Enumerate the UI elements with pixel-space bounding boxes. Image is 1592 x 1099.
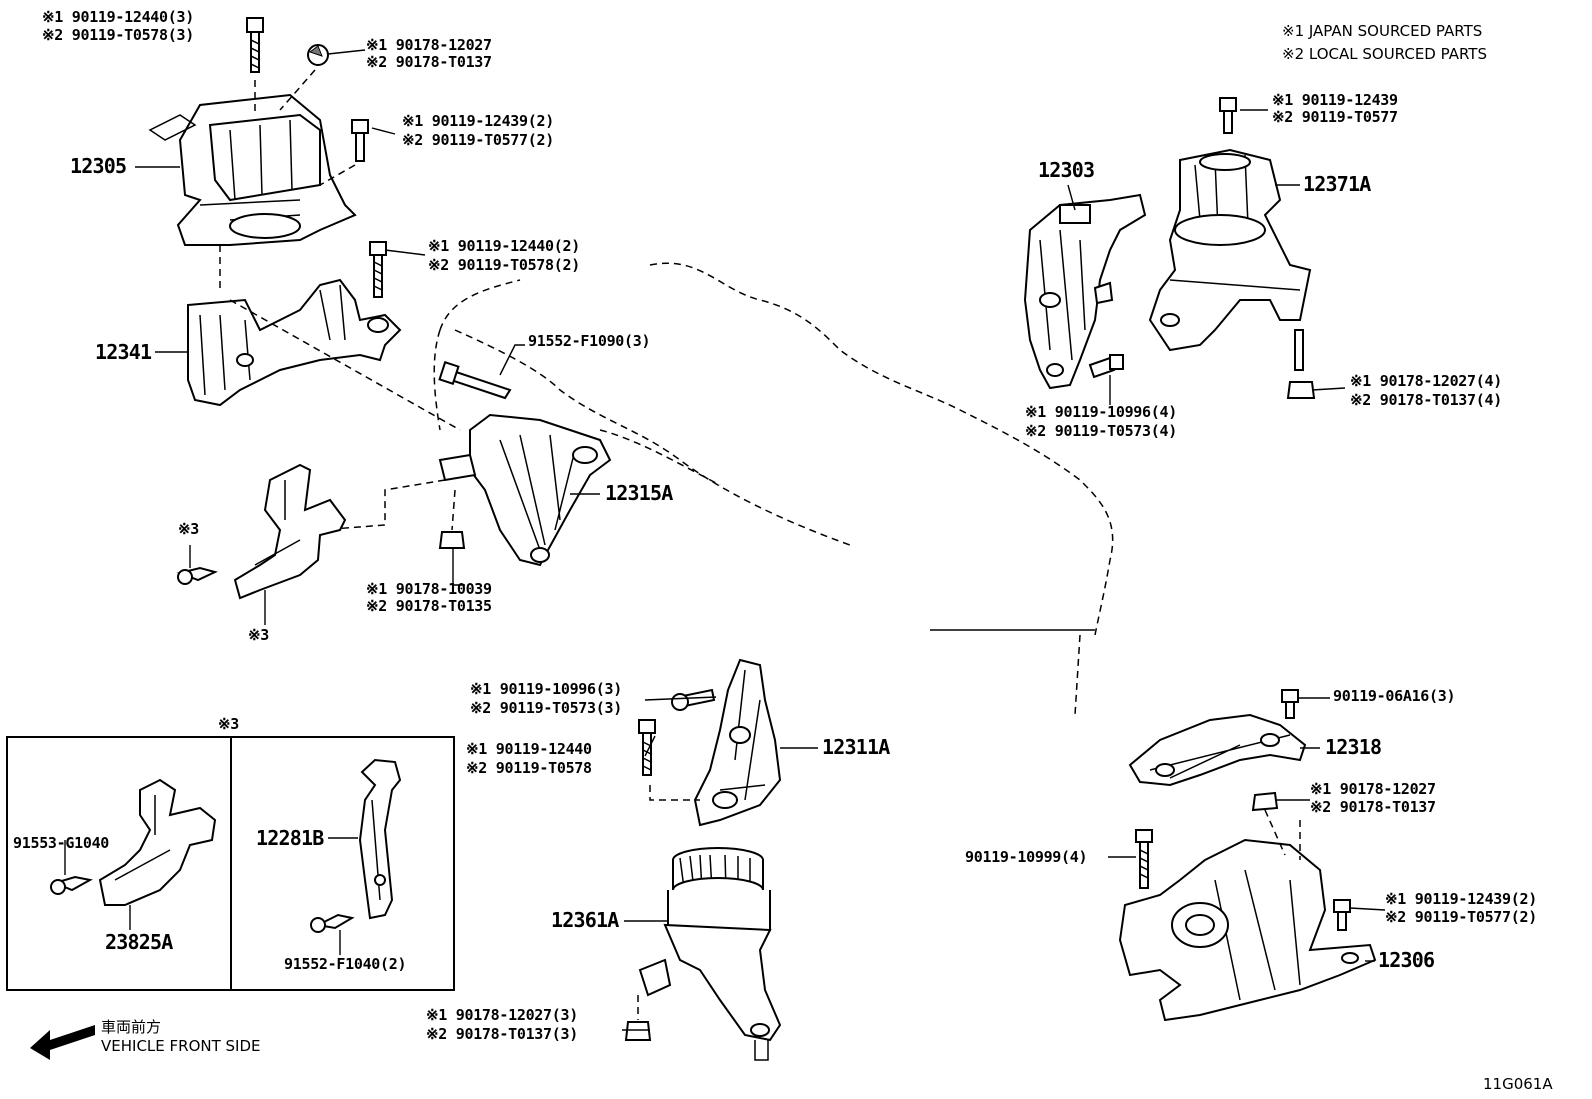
part-12305-mount (148, 69, 357, 290)
fastener-label: ※2 90119-T0578(2) (428, 256, 580, 274)
fastener-label: ※2 90119-T0578 (466, 759, 592, 777)
label-12318: 12318 (1325, 735, 1382, 759)
fastener-label: ※1 90178-12027(4) (1350, 372, 1502, 390)
fastener-label: ※1 90178-12027 (366, 36, 492, 54)
fastener-nut-12371A (1286, 381, 1316, 399)
legend-note-1: ※1 JAPAN SOURCED PARTS (1282, 22, 1483, 40)
fastener-label: ※2 90119-T0577(2) (1385, 908, 1537, 926)
part-12315A-bracket (319, 413, 612, 567)
fastener-bolt-12303 (1088, 354, 1124, 379)
fastener-bolt-upper-right (351, 119, 369, 162)
label-x3-bracket: ※3 (248, 626, 269, 644)
fastener-nut-12361A (624, 995, 652, 1041)
fastener-label: ※2 90119-T0573(4) (1025, 422, 1177, 440)
vehicle-front-label-en: VEHICLE FRONT SIDE (101, 1037, 261, 1055)
label-x3-screw: ※3 (178, 520, 199, 538)
fastener-label: ※2 90178-T0137(3) (426, 1025, 578, 1043)
fastener-label: ※1 90119-12439(2) (402, 112, 554, 130)
fastener-bolt-12318 (1281, 689, 1299, 719)
fastener-label: ※1 90178-12027(3) (426, 1006, 578, 1024)
fastener-bolt-12311A-lower (638, 719, 656, 776)
fastener-label: ※2 90178-T0137 (366, 53, 492, 71)
figure-code: 11G061A (1483, 1075, 1553, 1093)
fastener-label: ※1 90119-12440(2) (428, 237, 580, 255)
fastener-label: 90119-10999(4) (965, 848, 1088, 866)
part-12311A-bracket (649, 658, 782, 827)
fastener-label: 91552-F1090(3) (528, 332, 651, 350)
fastener-label: ※1 90119-10996(4) (1025, 403, 1177, 421)
label-12311A: 12311A (822, 735, 890, 759)
fastener-label: ※2 90178-T0137(4) (1350, 391, 1502, 409)
fastener-bolt-12306-left (1135, 829, 1153, 889)
fastener-nut-upper (307, 44, 329, 66)
fastener-bolt-top-left (246, 17, 264, 73)
engine-outline (433, 262, 1114, 716)
part-12306-mount (1118, 809, 1377, 1022)
fastener-bolt-12371A (1219, 97, 1237, 134)
part-12303-bracket (1023, 193, 1147, 390)
fastener-bolt-12311A (671, 688, 716, 711)
part-x3-cover (176, 463, 347, 600)
legend-note-2: ※2 LOCAL SOURCED PARTS (1282, 45, 1487, 63)
fastener-label: ※1 90119-10996(3) (470, 680, 622, 698)
label-12371A: 12371A (1303, 172, 1371, 196)
fastener-label: 91553-G1040 (13, 834, 110, 852)
vehicle-front-arrow-icon (30, 1025, 95, 1060)
fastener-label: ※1 90119-12440 (466, 740, 592, 758)
leader-lines (135, 49, 1386, 1031)
fastener-label: ※1 90178-12027 (1310, 780, 1436, 798)
fastener-bolt-12341 (369, 241, 387, 298)
detail-box-x3 (6, 736, 455, 991)
label-12341: 12341 (95, 340, 152, 364)
fastener-label: ※2 90119-T0573(3) (470, 699, 622, 717)
bolt-91552-F1090 (438, 361, 512, 400)
fastener-nut-12306 (1251, 791, 1279, 812)
fastener-label: ※1 90119-12440(3) (42, 8, 194, 26)
part-12361A-mount (638, 847, 782, 1061)
label-23825A: 23825A (105, 930, 173, 954)
fastener-label: ※2 90119-T0577(2) (402, 131, 554, 149)
label-12315A: 12315A (605, 481, 673, 505)
label-12281B: 12281B (256, 826, 324, 850)
fastener-label: ※2 90178-T0137 (1310, 798, 1436, 816)
fastener-label: ※1 90119-12439(2) (1385, 890, 1537, 908)
fastener-bolt-12306-right (1333, 899, 1351, 931)
part-12318-bracket (1128, 713, 1307, 787)
part-12371A-mount (1148, 148, 1312, 371)
fastener-label: 90119-06A16(3) (1333, 687, 1456, 705)
vehicle-front-label-jp: 車両前方 (101, 1018, 162, 1036)
fastener-label: ※1 90119-12439 (1272, 91, 1398, 109)
label-12306: 12306 (1378, 948, 1435, 972)
fastener-label: ※2 90119-T0578(3) (42, 26, 194, 44)
detail-box-title: ※3 (218, 715, 239, 733)
fastener-label: ※1 90178-10039 (366, 580, 492, 598)
label-12303: 12303 (1038, 158, 1095, 182)
part-12341-bracket (187, 270, 461, 431)
label-12361A: 12361A (551, 908, 619, 932)
fastener-label: 91552-F1040(2) (284, 955, 407, 973)
fastener-label: ※2 90119-T0577 (1272, 108, 1398, 126)
label-12305: 12305 (70, 154, 127, 178)
fastener-label: ※2 90178-T0135 (366, 597, 492, 615)
nut-90178-10039 (438, 489, 466, 549)
